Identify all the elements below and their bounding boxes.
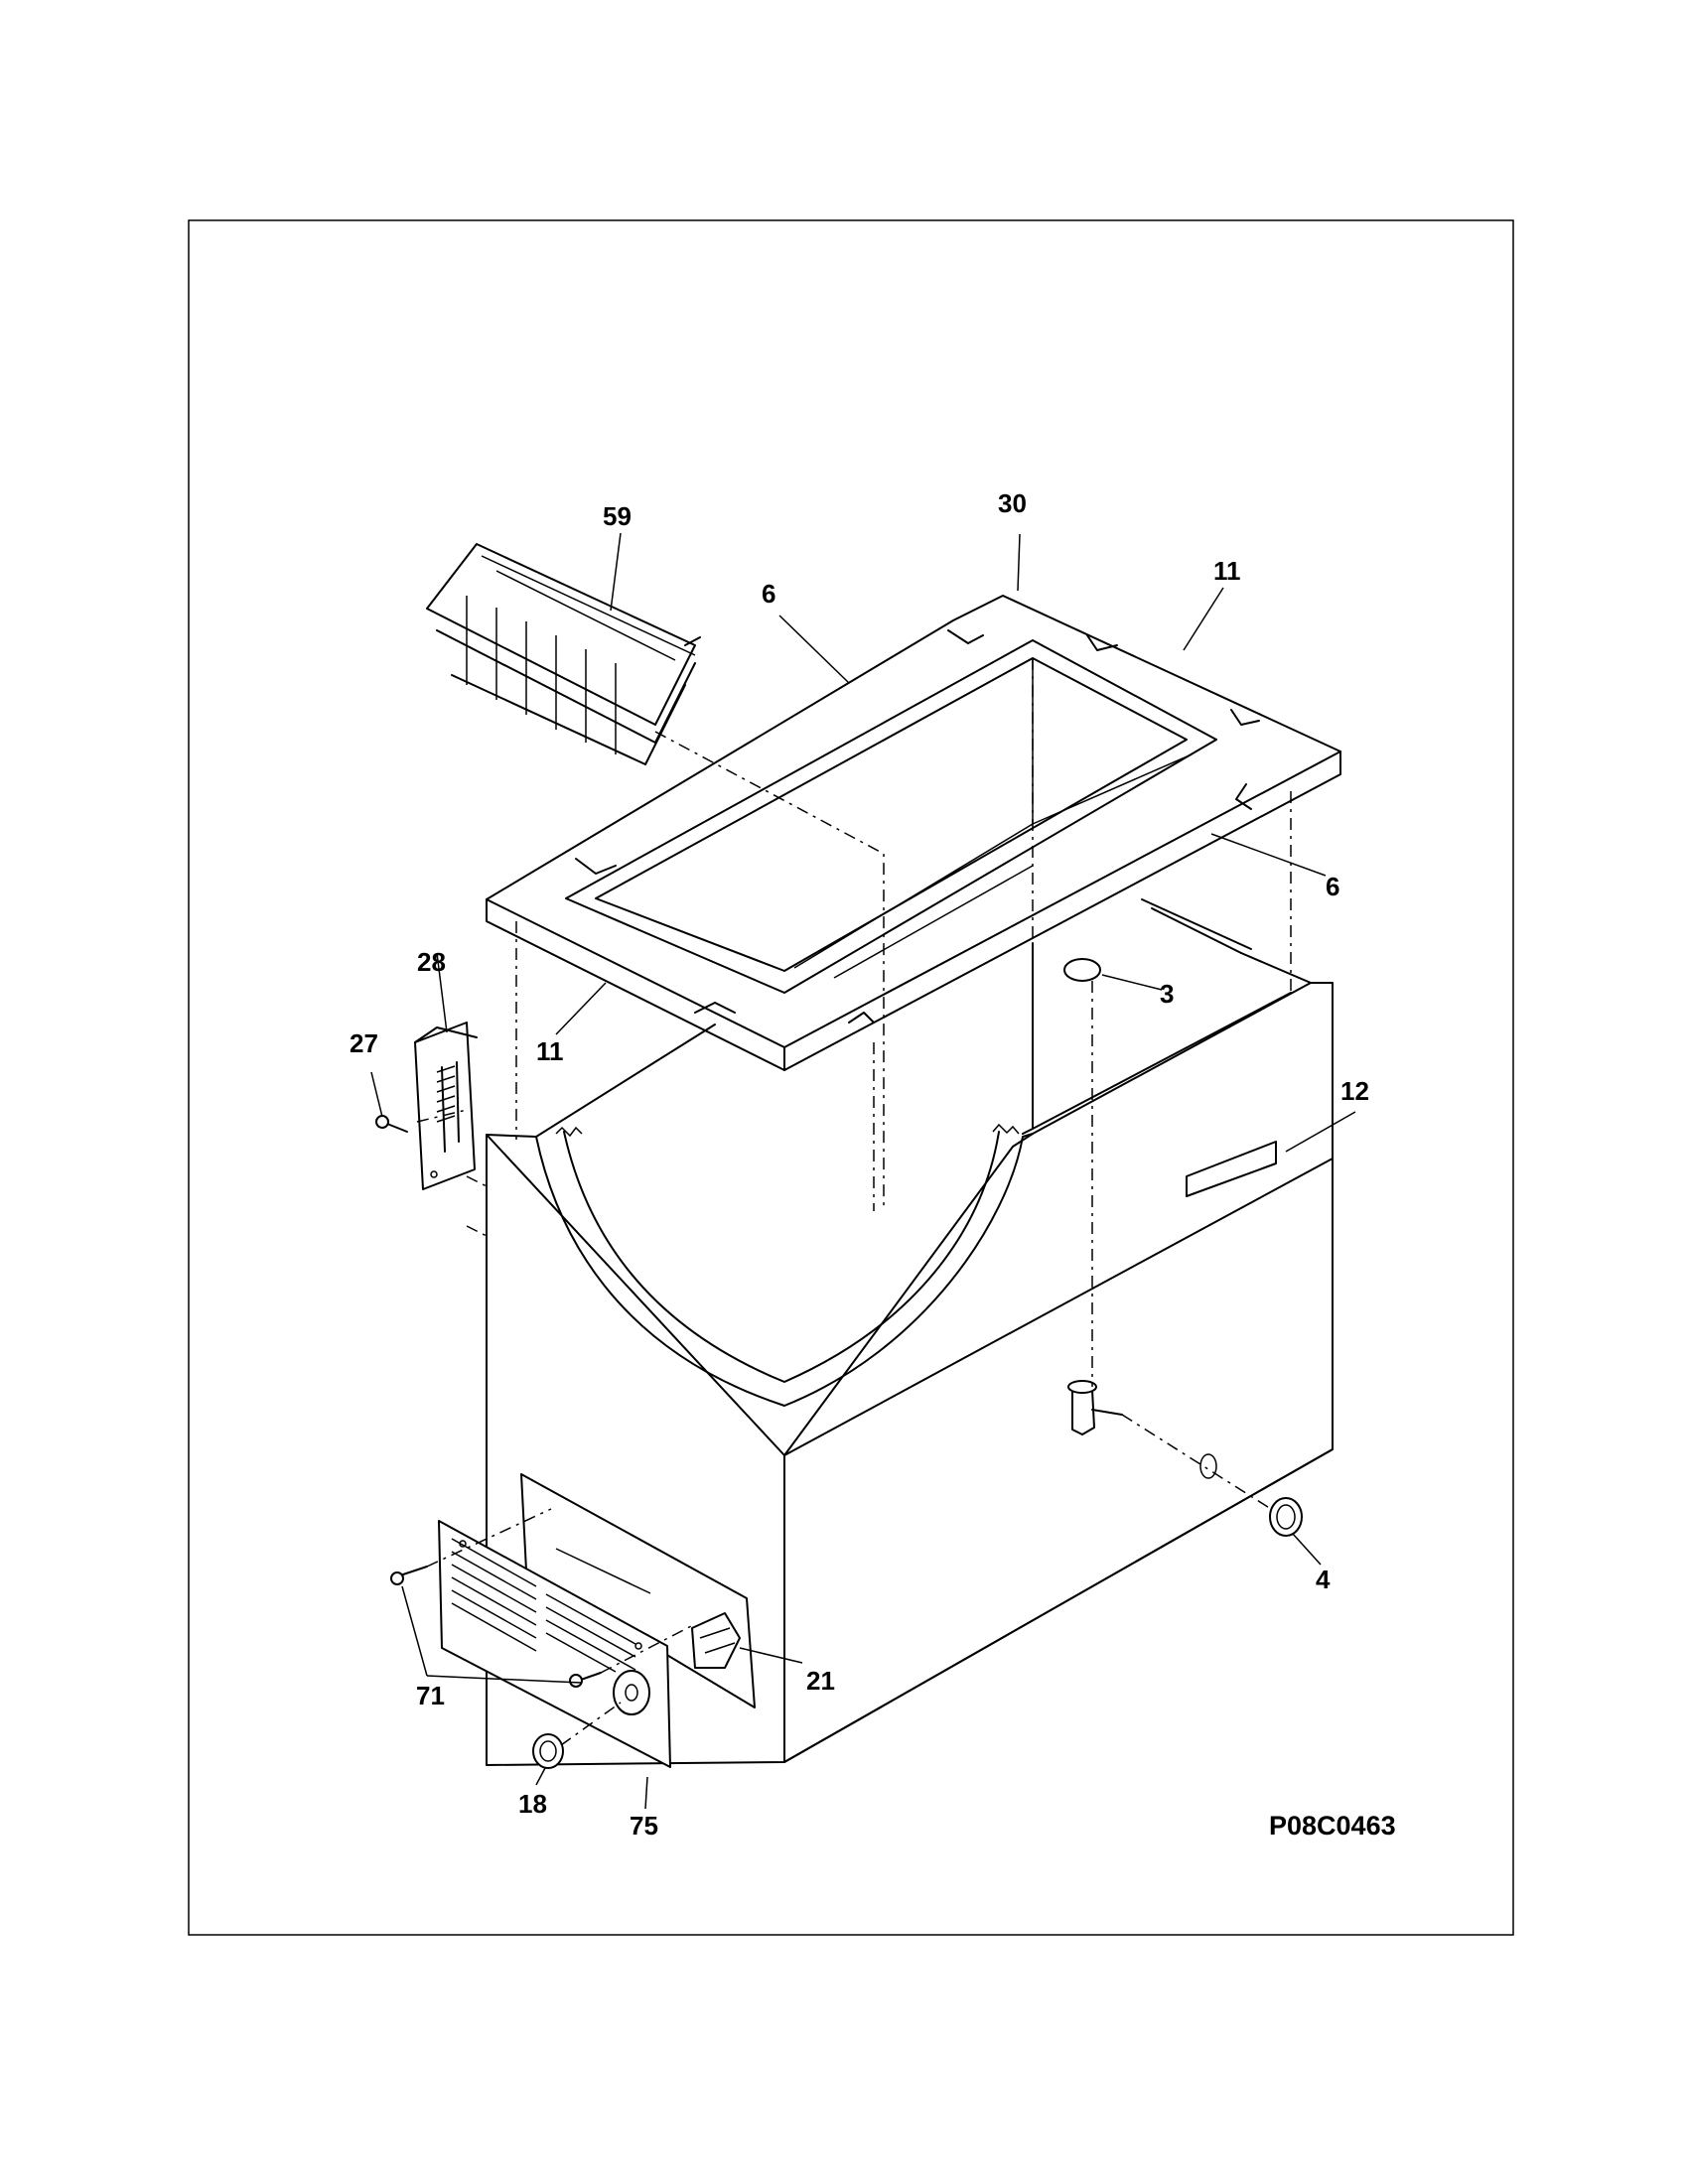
hinge bbox=[414, 1022, 478, 1190]
basket bbox=[426, 543, 701, 765]
label-grille: 75 bbox=[630, 1811, 658, 1841]
label-gasket-side-top: 6 bbox=[762, 579, 775, 609]
label-drain-plug: 3 bbox=[1160, 979, 1174, 1009]
grille bbox=[438, 1520, 671, 1768]
drain-fitting bbox=[1067, 1380, 1123, 1435]
diagram-frame bbox=[188, 219, 1514, 1936]
label-gasket-corner: 30 bbox=[998, 488, 1027, 518]
label-gasket-side-bottom-right: 6 bbox=[1326, 872, 1339, 901]
grille-screw bbox=[390, 1566, 602, 1688]
drain-cap bbox=[1269, 1497, 1303, 1537]
drain-hole bbox=[1199, 1453, 1217, 1479]
label-hinge-screw: 27 bbox=[350, 1028, 378, 1058]
nameplate bbox=[1186, 1141, 1277, 1197]
drain-plug bbox=[1063, 958, 1101, 982]
grille-opening bbox=[520, 1473, 756, 1708]
knob bbox=[532, 1733, 564, 1769]
label-gasket-side-right: 11 bbox=[1213, 556, 1241, 586]
label-switch: 21 bbox=[806, 1666, 835, 1696]
assembly-lines bbox=[416, 658, 1292, 1746]
label-nameplate: 12 bbox=[1340, 1076, 1369, 1106]
hinge-screw bbox=[375, 1115, 408, 1133]
leader-lines bbox=[370, 532, 1356, 1810]
label-basket: 59 bbox=[603, 501, 632, 531]
label-gasket-side-left: 11 bbox=[536, 1036, 564, 1066]
switch bbox=[691, 1612, 741, 1669]
label-hinge: 28 bbox=[417, 947, 446, 977]
label-grille-screw: 71 bbox=[416, 1681, 445, 1710]
gasket-frame bbox=[486, 595, 1341, 1071]
label-knob: 18 bbox=[518, 1789, 547, 1819]
diagram-code: P08C0463 bbox=[1269, 1811, 1396, 1841]
label-drain-cap: 4 bbox=[1316, 1565, 1331, 1594]
